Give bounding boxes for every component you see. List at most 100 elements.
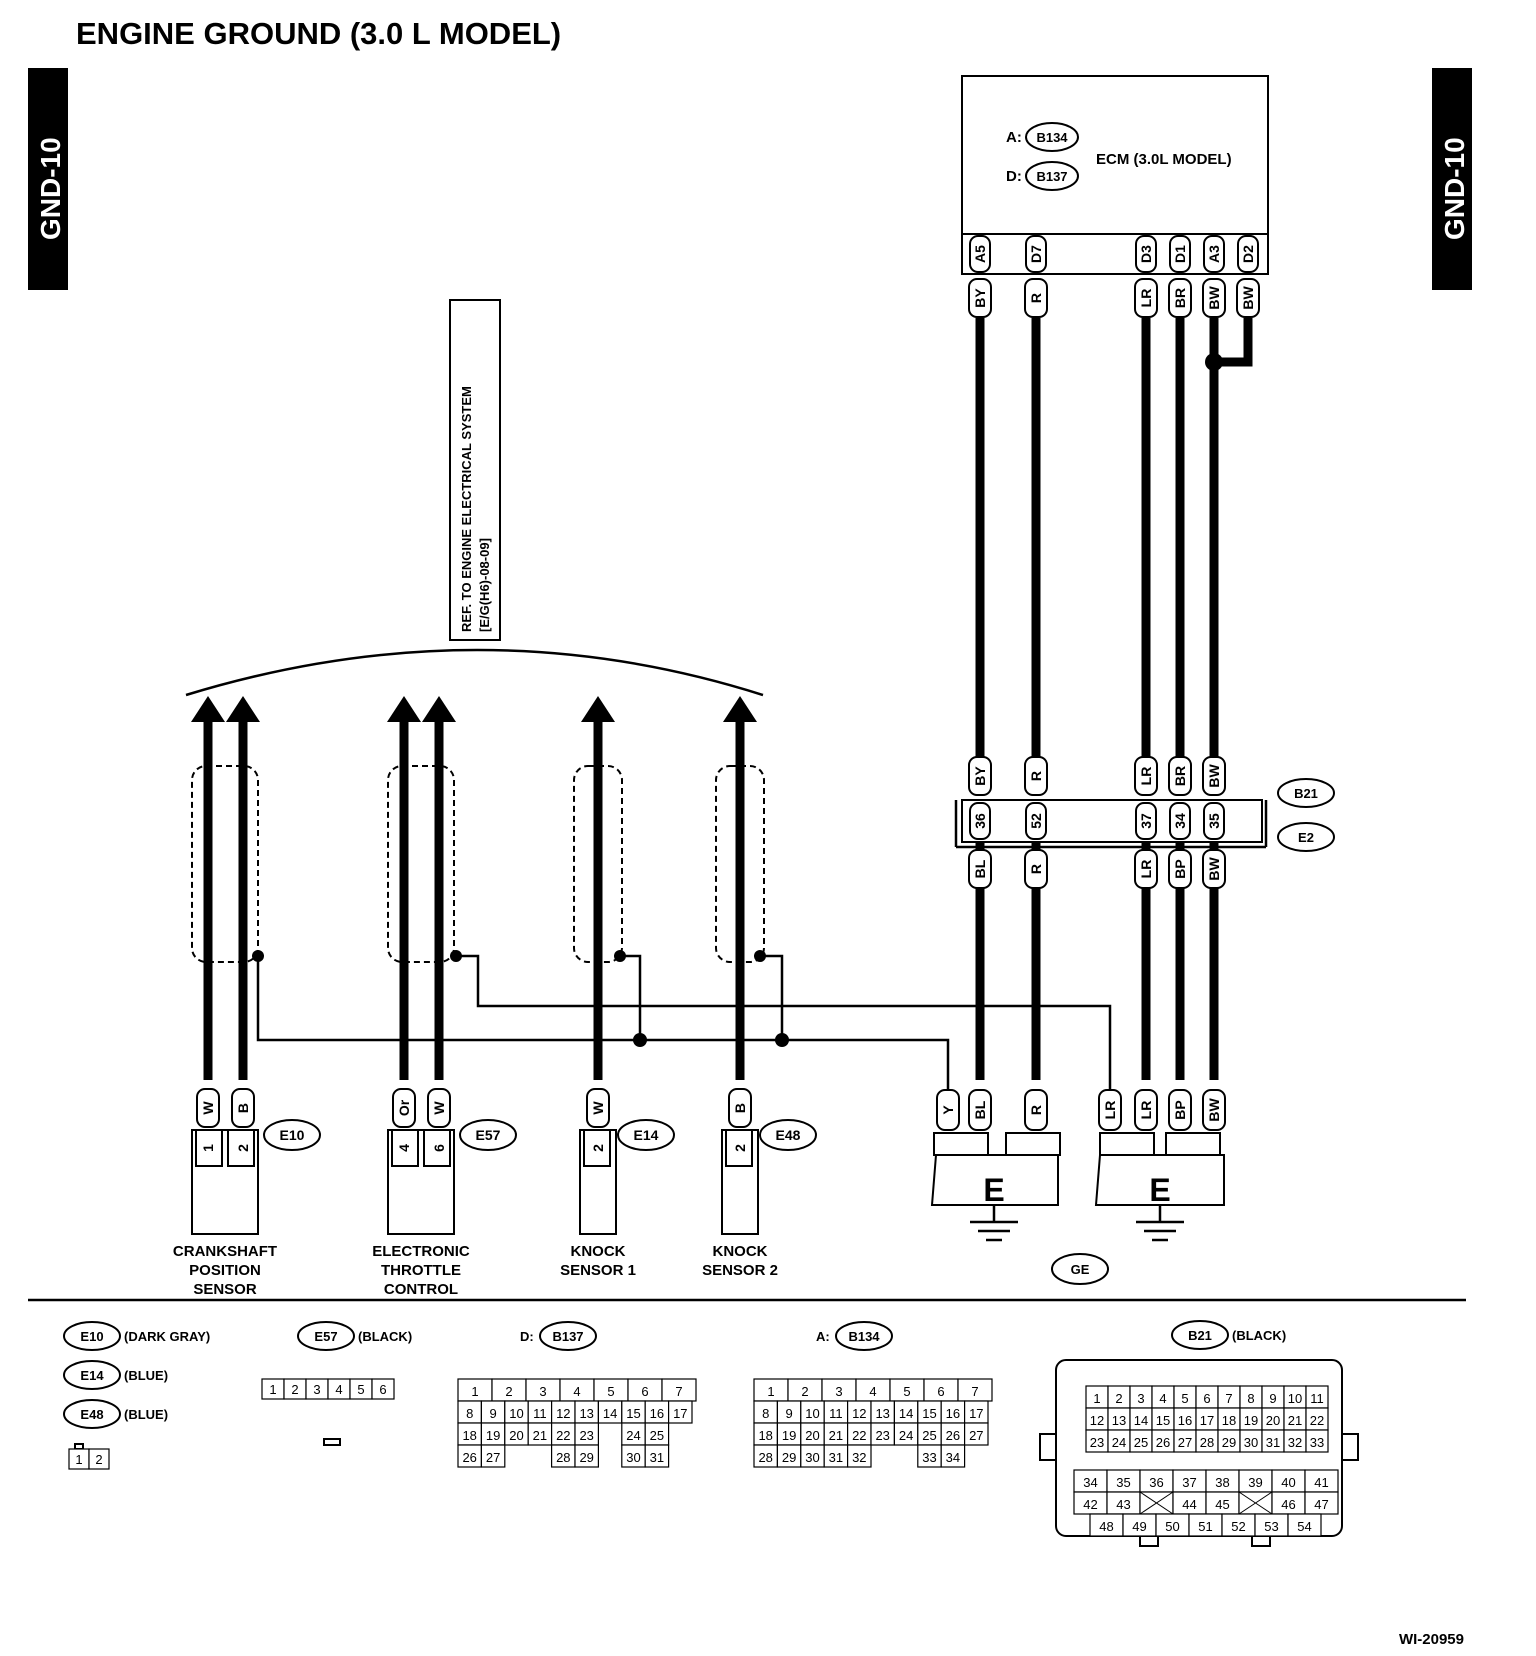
svg-text:BW: BW bbox=[1206, 286, 1222, 310]
pin-number: 13 bbox=[579, 1406, 593, 1421]
ecm-conn-d: B137 bbox=[1036, 169, 1067, 184]
legend-e48-color: (BLUE) bbox=[124, 1407, 168, 1422]
ecm-wire-label: LR bbox=[1134, 278, 1158, 318]
ecm-pin-D7: D7 bbox=[1025, 235, 1047, 273]
legend-a-conn: B134 bbox=[848, 1329, 880, 1344]
pin-number: 34 bbox=[1083, 1475, 1097, 1490]
svg-text:BW: BW bbox=[1206, 764, 1222, 788]
pin-number: 15 bbox=[922, 1406, 936, 1421]
svg-text:W: W bbox=[590, 1101, 606, 1115]
sensor-conn-label: E10 bbox=[280, 1127, 305, 1143]
page-title: ENGINE GROUND (3.0 L MODEL) bbox=[76, 16, 561, 51]
pin-number: 54 bbox=[1297, 1519, 1311, 1534]
pin-number: 11 bbox=[829, 1406, 843, 1421]
pin-number: 3 bbox=[313, 1382, 320, 1397]
joint-upper-label: B21 bbox=[1294, 786, 1318, 801]
pin-number: 19 bbox=[486, 1428, 500, 1443]
joint-lower-wire-label: R bbox=[1024, 849, 1048, 889]
svg-text:LR: LR bbox=[1138, 289, 1154, 308]
pin-number: 11 bbox=[533, 1406, 547, 1421]
legend-e57-color: (BLACK) bbox=[358, 1329, 412, 1344]
ecm-conn-d-prefix: D: bbox=[1006, 168, 1022, 185]
ecm-conn-a-prefix: A: bbox=[1006, 129, 1022, 146]
legend-e14-color: (BLUE) bbox=[124, 1368, 168, 1383]
right-page-tab: GND-10 bbox=[1432, 68, 1472, 290]
pin-number: 28 bbox=[556, 1450, 570, 1465]
svg-text:BW: BW bbox=[1206, 857, 1222, 881]
joint-lower-wire-label: LR bbox=[1134, 849, 1158, 889]
shield-drains bbox=[252, 950, 1112, 1092]
pin-number: 46 bbox=[1281, 1497, 1295, 1512]
pin-number: 23 bbox=[1090, 1435, 1104, 1450]
svg-text:B: B bbox=[732, 1103, 748, 1113]
pin-number: 20 bbox=[1266, 1413, 1280, 1428]
pin-number: 32 bbox=[1288, 1435, 1302, 1450]
ecm-pin-A5: A5 bbox=[969, 235, 991, 273]
pin-number: 5 bbox=[903, 1384, 910, 1399]
pin-number: 30 bbox=[626, 1450, 640, 1465]
pin-number: 12 bbox=[556, 1406, 570, 1421]
legend-d-conn: B137 bbox=[552, 1329, 583, 1344]
svg-text:A3: A3 bbox=[1206, 245, 1222, 263]
joint-lower-wire-label: BP bbox=[1168, 849, 1192, 889]
ground-right-wire-label: LR bbox=[1098, 1089, 1122, 1131]
pin-number: 13 bbox=[1112, 1413, 1126, 1428]
ground-right-wire-label: LR bbox=[1134, 1089, 1158, 1131]
svg-text:BW: BW bbox=[1206, 1098, 1222, 1122]
sensor-name: CONTROL bbox=[384, 1281, 458, 1298]
pin-number: 7 bbox=[1225, 1391, 1232, 1406]
pin-number: 4 bbox=[573, 1384, 580, 1399]
pin-number: 23 bbox=[579, 1428, 593, 1443]
pin-number: 16 bbox=[946, 1406, 960, 1421]
pin-number: 11 bbox=[1310, 1391, 1324, 1406]
ground-left-wire-label: R bbox=[1024, 1089, 1048, 1131]
pin-number: 29 bbox=[579, 1450, 593, 1465]
pin-number: 27 bbox=[486, 1450, 500, 1465]
pin-number: 2 bbox=[505, 1384, 512, 1399]
pin-number: 16 bbox=[1178, 1413, 1192, 1428]
sensor-pin: 2 bbox=[235, 1144, 251, 1152]
ecm-wire-label: BW bbox=[1236, 278, 1260, 318]
svg-text:37: 37 bbox=[1138, 813, 1154, 829]
pin-number: 10 bbox=[1288, 1391, 1302, 1406]
pin-number: 4 bbox=[335, 1382, 342, 1397]
pin-number: 18 bbox=[758, 1428, 772, 1443]
svg-text:35: 35 bbox=[1206, 813, 1222, 829]
svg-text:BW: BW bbox=[1240, 286, 1256, 310]
ecm-wire-label: R bbox=[1024, 278, 1048, 318]
pin-number: 25 bbox=[650, 1428, 664, 1443]
sensor-wire-label: Or bbox=[392, 1088, 416, 1128]
pin-number: 30 bbox=[1244, 1435, 1258, 1450]
sensor-name: ELECTRONIC bbox=[372, 1243, 470, 1260]
pin-number: 19 bbox=[1244, 1413, 1258, 1428]
svg-text:Y: Y bbox=[940, 1105, 956, 1115]
pin-number: 33 bbox=[922, 1450, 936, 1465]
pin-number: 35 bbox=[1116, 1475, 1130, 1490]
sensor-wire-label: W bbox=[427, 1088, 451, 1128]
ecm-wire-label: BY bbox=[968, 278, 992, 318]
pin-number: 45 bbox=[1215, 1497, 1229, 1512]
svg-text:BP: BP bbox=[1172, 1100, 1188, 1119]
pin-number: 38 bbox=[1215, 1475, 1229, 1490]
pin-number: 1 bbox=[471, 1384, 478, 1399]
pin-number: 21 bbox=[1288, 1413, 1302, 1428]
ground-right-wire-label: BW bbox=[1202, 1089, 1226, 1131]
pin-number: 26 bbox=[946, 1428, 960, 1443]
sensor-name: CRANKSHAFT bbox=[173, 1243, 277, 1260]
pin-number: 12 bbox=[852, 1406, 866, 1421]
pin-number: 28 bbox=[758, 1450, 772, 1465]
svg-text:BY: BY bbox=[972, 288, 988, 308]
pin-number: 2 bbox=[95, 1452, 102, 1467]
pin-number: 26 bbox=[1156, 1435, 1170, 1450]
joint-pin-52: 52 bbox=[1025, 802, 1047, 840]
pin-number: 23 bbox=[875, 1428, 889, 1443]
pin-number: 6 bbox=[641, 1384, 648, 1399]
svg-text:BL: BL bbox=[972, 859, 988, 878]
